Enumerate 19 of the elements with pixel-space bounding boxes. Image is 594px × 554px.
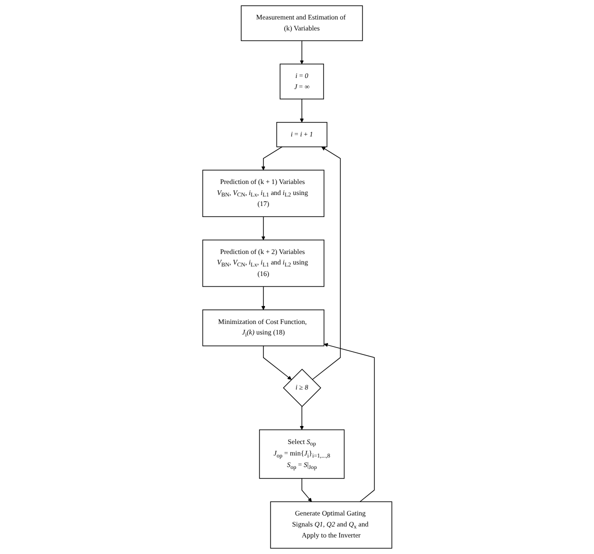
node-box [279,64,324,100]
node-box [276,122,328,148]
node-box [270,501,392,549]
arrow [261,216,266,240]
arrow [261,146,282,170]
arrow [324,343,374,502]
node-box [202,240,324,287]
arrow [301,478,312,502]
arrow [262,346,292,380]
arrow [300,406,304,430]
arrow [300,98,304,123]
node-diamond [282,368,321,407]
arrow [312,146,340,380]
node-box [202,309,324,346]
node-box [202,170,324,218]
arrow [261,286,266,310]
node-box [240,5,363,42]
node-box [258,429,344,479]
arrow [300,40,304,64]
